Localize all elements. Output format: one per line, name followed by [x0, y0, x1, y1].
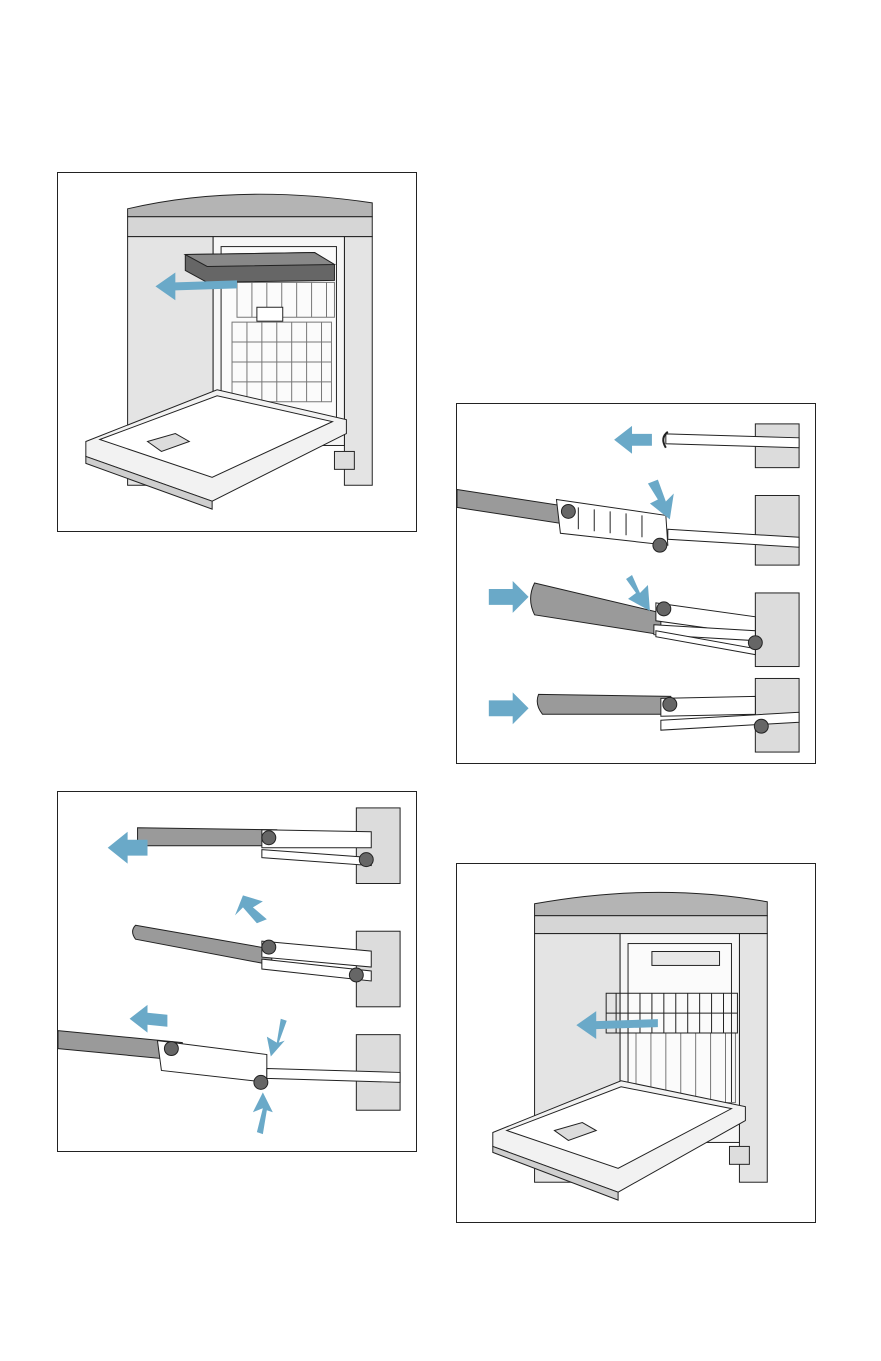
- figure-drawer-removal: [57, 172, 417, 532]
- figure-rail-stopper: [456, 403, 816, 764]
- stopper-illustration: [58, 792, 416, 1151]
- arrow-icon: [489, 692, 529, 724]
- step-b: [133, 895, 372, 982]
- step-2: [457, 480, 799, 553]
- dishwasher-illustration: [457, 864, 815, 1222]
- arrow-icon: [130, 1005, 168, 1033]
- arrow-icon: [267, 1019, 287, 1057]
- arrow-icon: [489, 581, 529, 613]
- arrow-icon: [614, 426, 652, 454]
- step-4: [489, 692, 799, 733]
- dishwasher-illustration: [58, 173, 416, 531]
- figure-basket-removal: [456, 863, 816, 1223]
- step-a: [108, 828, 374, 867]
- figure-stopper-removal: [57, 791, 417, 1152]
- arrow-icon: [235, 895, 267, 923]
- rail-illustration: [457, 404, 815, 763]
- step-c: [58, 1005, 400, 1134]
- arrow-icon: [253, 1092, 273, 1134]
- step-3: [489, 575, 762, 655]
